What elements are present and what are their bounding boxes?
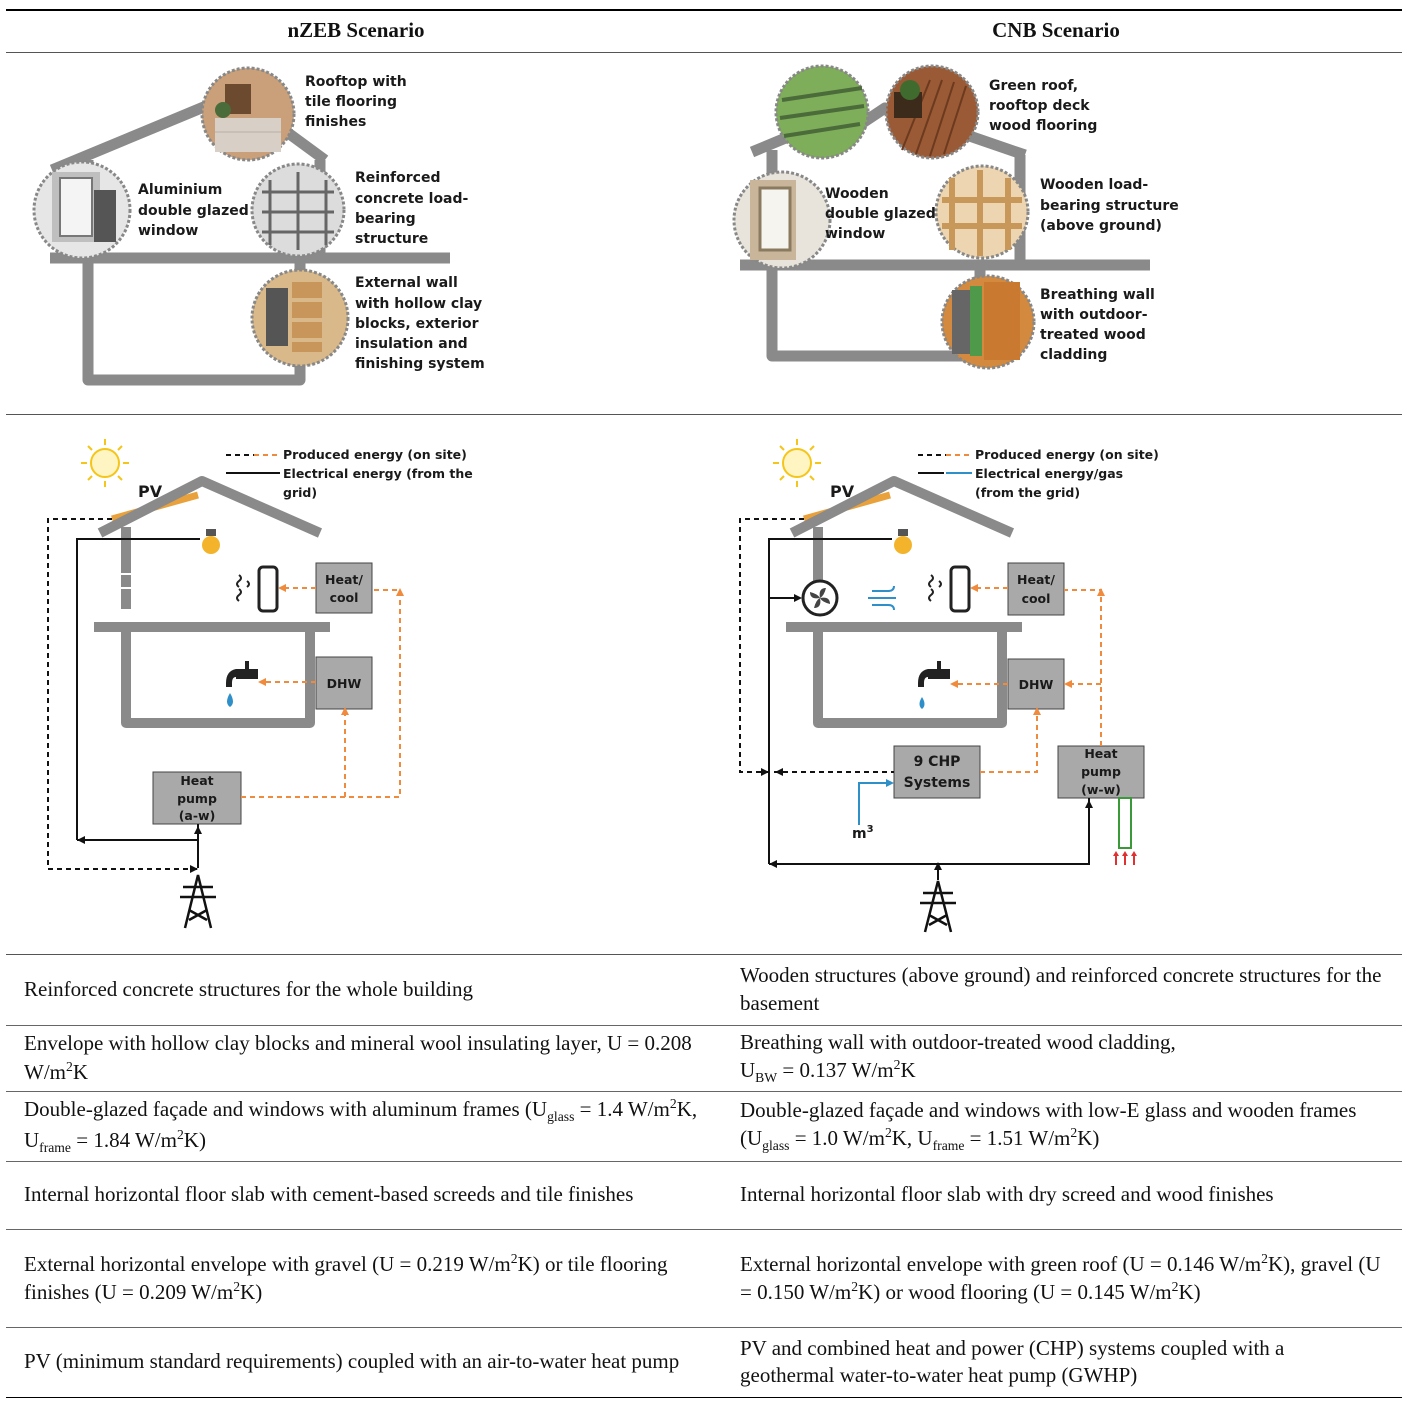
lightbulb-icon (894, 529, 912, 554)
cnb-heat-pump-box (1057, 745, 1145, 799)
mid-rule (6, 414, 1402, 415)
legend-produced: Produced energy (on site) (283, 447, 467, 462)
water-tap-icon (918, 661, 950, 709)
cnb-energy-figure: Produced energy (on site) Electrical ene… (739, 439, 1159, 933)
geothermal-probe-icon (1113, 797, 1137, 865)
table-cell: External horizontal envelope with green … (740, 1250, 1381, 1304)
cnb-dhw-label: DHW (1019, 677, 1054, 692)
cnb-heat-cool-box (1007, 562, 1065, 616)
table-cell: Internal horizontal floor slab with ceme… (24, 1182, 634, 1207)
pv-label: PV (138, 482, 163, 501)
table-cell: Internal horizontal floor slab with dry … (740, 1182, 1274, 1207)
table-row: Envelope with hollow clay blocks and min… (6, 1025, 1402, 1091)
sun-icon (81, 439, 129, 487)
air-conditioner-icon (928, 565, 971, 613)
power-pylon-icon (180, 874, 216, 929)
table-row: PV (minimum standard requirements) coupl… (6, 1327, 1402, 1397)
dhw-label: DHW (327, 676, 362, 691)
air-conditioner-icon (236, 565, 279, 613)
table-row: Internal horizontal floor slab with ceme… (6, 1161, 1402, 1229)
chp-box (893, 745, 981, 799)
rooftop-photo (200, 66, 296, 162)
gas-unit-label: m3 (852, 824, 874, 842)
table-cell: Double-glazed façade and windows with lo… (740, 1097, 1357, 1154)
green-roof-photo (774, 64, 870, 160)
sun-icon (773, 439, 821, 487)
clay-wall-photo (250, 268, 350, 368)
table-cell: Envelope with hollow clay blocks and min… (24, 1031, 692, 1084)
wood-deck-photo (884, 64, 980, 160)
table-cell: PV and combined heat and power (CHP) sys… (740, 1335, 1285, 1387)
concrete-structure-photo (250, 162, 346, 258)
cnb-structure-label: Wooden load-bearing structure(above grou… (1040, 177, 1179, 234)
header-rule (6, 52, 1402, 53)
cnb-legend-grid: Electrical energy/gas(from the grid) (975, 466, 1123, 500)
heat-cool-box (315, 562, 373, 614)
table-cell: External horizontal envelope with gravel… (24, 1250, 668, 1304)
cnb-pv-label: PV (830, 482, 855, 501)
ventilation-fan-icon (801, 579, 839, 617)
breathing-wall-photo (940, 274, 1036, 370)
power-pylon-icon (920, 880, 956, 933)
table-row: Double-glazed façade and windows with al… (6, 1091, 1402, 1161)
heat-cool-label: Heat/cool (325, 572, 363, 605)
table-row: External horizontal envelope with gravel… (6, 1229, 1402, 1327)
table-cell: PV (minimum standard requirements) coupl… (24, 1349, 680, 1374)
table-cell: Wooden structures (above ground) and rei… (740, 963, 1382, 1015)
wooden-window-photo (732, 170, 832, 270)
header-cnb: CNB Scenario (992, 18, 1120, 42)
comparison-table: Reinforced concrete structures for the w… (6, 955, 1402, 1398)
lightbulb-icon (202, 529, 220, 554)
wooden-structure-photo (934, 164, 1030, 260)
top-rule (6, 9, 1402, 11)
airflow-icon (868, 585, 896, 611)
cnb-legend-produced: Produced energy (on site) (975, 447, 1159, 462)
nzeb-energy-figure: Produced energy (on site) Electrical ene… (47, 439, 473, 929)
table-cell: Reinforced concrete structures for the w… (24, 977, 474, 1002)
water-tap-icon (226, 661, 258, 707)
cnb-heat-cool-label: Heat/cool (1017, 572, 1055, 606)
cnb-dhw-box (1007, 658, 1065, 710)
header-nzeb: nZEB Scenario (287, 18, 425, 42)
fig-rule (6, 954, 1402, 955)
table-cell: Double-glazed façade and windows with al… (24, 1096, 698, 1156)
table-cell: Breathing wall with outdoor-treated wood… (740, 1029, 1176, 1086)
table-row: Reinforced concrete structures for the w… (6, 955, 1402, 1025)
aluminium-window-photo (32, 160, 132, 260)
